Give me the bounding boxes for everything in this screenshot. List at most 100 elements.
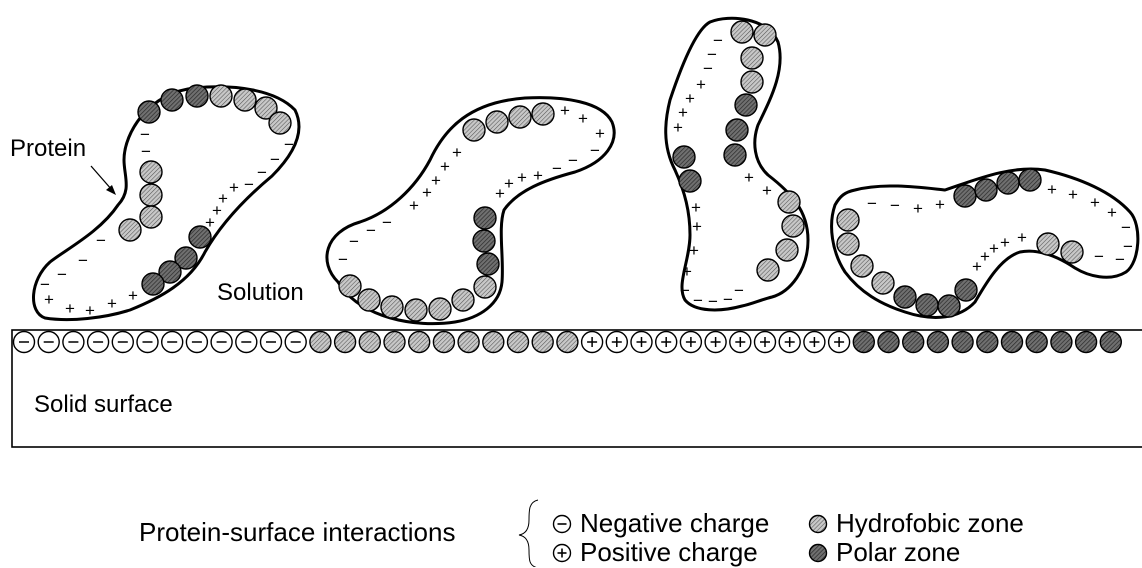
svg-text:+: + (218, 189, 228, 208)
negative-surface-site (12, 330, 36, 354)
protein-1-charges: − − − − − − + + + + − − − − + + + + + (40, 125, 294, 320)
negative-surface-site (284, 330, 307, 354)
legend-polar-zone: Polar zone (808, 537, 960, 568)
protein-2-charges: + + + − − − + + + + + + + + + − − − − (338, 101, 605, 269)
svg-text:−: − (890, 196, 900, 215)
positive-surface-site (704, 330, 727, 354)
negative-surface-site (259, 330, 283, 354)
negative-surface-site (160, 330, 184, 354)
svg-text:+: + (682, 262, 692, 281)
hydrophobic-surface-site (531, 330, 554, 354)
legend-negative-charge: Negative charge (552, 508, 769, 539)
positive-surface-site (655, 330, 678, 354)
negative-surface-site (210, 330, 233, 354)
svg-text:−: − (734, 281, 744, 300)
hydrophobic-surface-site (556, 330, 579, 354)
svg-text:−: − (552, 159, 562, 178)
protein-4-outline (830, 167, 1140, 319)
svg-text:−: − (707, 45, 717, 64)
svg-text:+: + (504, 174, 514, 193)
hydrophobic-surface-site (309, 330, 332, 354)
svg-text:+: + (685, 89, 695, 108)
svg-text:−: − (708, 292, 718, 311)
negative-surface-site (111, 330, 135, 354)
svg-text:−: − (141, 142, 151, 161)
svg-text:−: − (867, 194, 877, 213)
svg-text:−: − (57, 265, 67, 284)
solid-surface (11, 329, 1142, 448)
svg-text:−: − (703, 59, 713, 78)
svg-text:−: − (713, 31, 723, 50)
polar-surface-site (902, 330, 925, 354)
svg-text:−: − (284, 135, 294, 154)
protein-2-outline (325, 96, 616, 326)
positive-surface-site (679, 330, 703, 354)
solid-surface-label: Solid surface (34, 391, 173, 418)
hydrophobic-surface-site (506, 330, 530, 354)
svg-text:+: + (691, 198, 701, 217)
protein-pointer-arrow (90, 165, 116, 195)
polar-surface-site (1000, 330, 1024, 354)
svg-text:−: − (257, 163, 267, 182)
protein-1-zones (118, 84, 292, 296)
negative-charge-icon (552, 514, 572, 533)
svg-text:−: − (338, 250, 348, 269)
protein-1-outline (32, 85, 301, 322)
svg-text:+: + (560, 101, 570, 120)
svg-text:−: − (568, 151, 578, 170)
svg-text:−: − (1123, 237, 1133, 256)
positive-surface-site (753, 330, 777, 354)
legend-polar-zone-label: Polar zone (836, 537, 961, 567)
hydrophobic-surface-site (408, 330, 431, 354)
polar-surface-site (926, 330, 950, 354)
polar-surface-site (1050, 330, 1073, 354)
svg-text:−: − (723, 290, 733, 309)
svg-text:+: + (409, 196, 419, 215)
svg-text:+: + (128, 286, 138, 305)
hydrophobic-surface-site (482, 330, 505, 354)
svg-text:+: + (85, 301, 95, 320)
positive-surface-site (729, 330, 752, 354)
svg-text:+: + (205, 213, 215, 232)
svg-text:+: + (212, 201, 222, 220)
legend-hydrophobic-zone: Hydrofobic zone (808, 508, 1024, 539)
svg-text:+: + (495, 184, 505, 203)
svg-text:−: − (96, 231, 106, 250)
svg-text:+: + (431, 171, 441, 190)
svg-text:−: − (78, 251, 88, 270)
svg-text:+: + (935, 195, 945, 214)
svg-text:+: + (678, 103, 688, 122)
surface-bead-row (12, 330, 1123, 354)
solution-label: Solution (217, 279, 304, 306)
svg-text:+: + (533, 166, 543, 185)
svg-text:+: + (107, 294, 117, 313)
svg-text:+: + (1068, 185, 1078, 204)
svg-text:−: − (693, 291, 703, 310)
svg-text:+: + (972, 257, 982, 276)
svg-text:+: + (913, 199, 923, 218)
positive-surface-site (827, 330, 851, 354)
protein-4-zones (836, 168, 1084, 318)
svg-text:−: − (140, 125, 150, 144)
svg-text:+: + (422, 183, 432, 202)
polar-zone-icon (808, 543, 828, 562)
svg-text:−: − (680, 281, 690, 300)
protein-label: Protein (10, 135, 87, 162)
legend-positive-charge: Positive charge (552, 537, 758, 568)
legend-positive-charge-label: Positive charge (580, 537, 758, 567)
svg-text:+: + (1000, 233, 1010, 252)
hydrophobic-surface-site (333, 330, 357, 354)
svg-text:+: + (595, 124, 605, 143)
negative-surface-site (136, 330, 159, 354)
protein-4-charges: − − + + + + + + − − − − + + + + + (867, 180, 1133, 276)
polar-surface-site (951, 330, 974, 354)
svg-text:+: + (229, 178, 239, 197)
svg-text:+: + (1090, 193, 1100, 212)
svg-text:+: + (696, 75, 706, 94)
positive-surface-site (605, 330, 628, 354)
svg-text:+: + (440, 157, 450, 176)
protein-3-zones (672, 20, 805, 282)
svg-text:+: + (1017, 228, 1027, 247)
svg-text:−: − (590, 141, 600, 160)
